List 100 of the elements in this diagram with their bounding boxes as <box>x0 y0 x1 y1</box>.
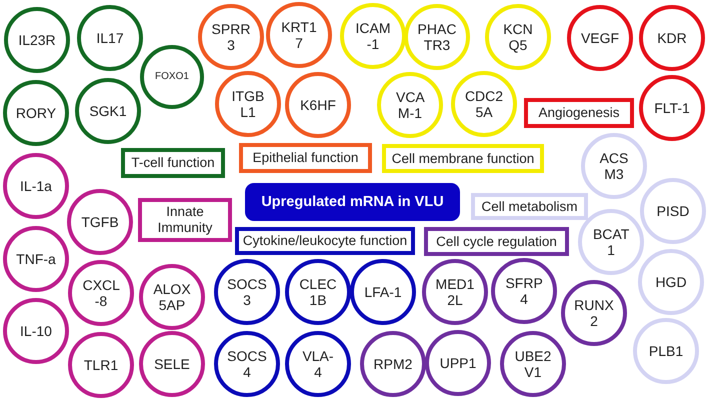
heading-box <box>245 183 460 221</box>
gene-label: SPRR 3 <box>212 21 250 53</box>
gene-label: PISD <box>656 203 690 219</box>
category-box <box>524 98 634 128</box>
gene-label: IL-1a <box>20 178 52 194</box>
gene-label: KDR <box>657 30 687 46</box>
gene-circle <box>578 209 644 275</box>
gene-label: SOCS 3 <box>227 276 267 308</box>
gene-circle <box>266 2 332 68</box>
gene-circle <box>140 45 204 109</box>
gene-circle <box>68 332 134 398</box>
category-label: Angiogenesis <box>538 105 620 121</box>
gene-circle <box>640 178 706 244</box>
gene-circle <box>633 318 699 384</box>
gene-label: BCAT 1 <box>592 226 630 258</box>
gene-label: PLB1 <box>648 343 684 359</box>
gene-circle <box>350 259 416 325</box>
gene-circle <box>377 72 443 138</box>
gene-circle <box>485 4 551 70</box>
gene-label: VEGF <box>580 30 620 46</box>
gene-label: ALOX 5AP <box>153 281 191 313</box>
gene-label: TLR1 <box>84 357 118 373</box>
category-box <box>471 193 588 220</box>
gene-label: K6HF <box>300 97 336 113</box>
gene-label: FLT-1 <box>654 100 690 116</box>
gene-label: HGD <box>655 274 687 290</box>
gene-circle <box>422 259 488 325</box>
gene-circle <box>139 264 205 330</box>
gene-label: VCA M-1 <box>396 89 424 121</box>
gene-circle <box>3 153 69 219</box>
gene-circle <box>561 280 627 346</box>
gene-label: FOXO1 <box>155 71 189 83</box>
gene-circle <box>404 4 470 70</box>
category-box <box>239 143 372 173</box>
gene-label: MED1 2L <box>436 276 474 308</box>
gene-label: RPM2 <box>374 356 412 372</box>
gene-label: LFA-1 <box>364 284 402 300</box>
gene-label: PHAC TR3 <box>418 21 456 53</box>
gene-circle <box>500 331 566 397</box>
category-box <box>424 227 569 256</box>
gene-circle <box>3 298 69 364</box>
category-label: Cytokine/leukocyte function <box>242 233 408 249</box>
gene-label: ICAM -1 <box>356 20 390 52</box>
category-label: T-cell function <box>131 155 215 171</box>
gene-circle <box>639 75 705 141</box>
gene-label: TNF-a <box>16 251 56 267</box>
category-box <box>121 148 225 178</box>
gene-circle <box>198 4 264 70</box>
gene-label: SOCS 4 <box>227 348 267 380</box>
category-label: Epithelial function <box>252 150 358 166</box>
gene-label: UPP1 <box>440 355 476 371</box>
gene-label: SGK1 <box>89 103 127 119</box>
gene-label: RUNX 2 <box>574 297 614 329</box>
gene-label: CLEC 1B <box>299 276 337 308</box>
gene-label: IL17 <box>96 30 124 46</box>
gene-label: VLA- 4 <box>302 348 334 380</box>
gene-circle <box>285 259 351 325</box>
gene-label: IL23R <box>18 32 56 48</box>
gene-label: UBE2 V1 <box>514 348 552 380</box>
gene-circle <box>581 133 647 199</box>
gene-label: SFRP 4 <box>505 275 543 307</box>
gene-circle <box>360 331 426 397</box>
category-label: Cell metabolism <box>481 198 578 214</box>
gene-label: TGFB <box>81 214 119 230</box>
gene-circle <box>340 3 406 69</box>
gene-label: ITGB L1 <box>232 88 264 120</box>
gene-circle <box>285 331 351 397</box>
category-box <box>382 144 544 173</box>
gene-circle <box>75 78 141 144</box>
gene-circle <box>67 189 133 255</box>
gene-circle <box>639 5 705 71</box>
category-box <box>235 227 415 255</box>
gene-label: CDC2 5A <box>464 88 504 120</box>
gene-circle <box>638 249 704 315</box>
gene-circle <box>215 71 281 137</box>
gene-circle <box>68 260 134 326</box>
category-label: Cell cycle regulation <box>436 234 557 250</box>
gene-circle <box>139 331 205 397</box>
gene-label: RORY <box>16 105 56 121</box>
category-label: Cell membrane function <box>392 150 534 166</box>
gene-label: KCN Q5 <box>503 21 533 53</box>
category-box <box>138 198 232 242</box>
gene-circle <box>425 330 491 396</box>
gene-label: ACS M3 <box>600 150 628 182</box>
category-label: Innate Immunity <box>158 204 212 236</box>
gene-circle <box>451 71 517 137</box>
gene-label: CXCL -8 <box>82 277 120 309</box>
gene-circle <box>491 258 557 324</box>
gene-circle <box>3 226 69 292</box>
gene-circle <box>567 5 633 71</box>
gene-circle <box>4 7 70 73</box>
gene-label: SELE <box>154 356 190 372</box>
heading-label: Upregulated mRNA in VLU <box>261 194 444 210</box>
gene-circle <box>214 259 280 325</box>
gene-label: IL-10 <box>20 323 52 339</box>
gene-label: KRT1 7 <box>281 19 317 51</box>
gene-circle <box>77 5 143 71</box>
gene-circle <box>285 72 351 138</box>
gene-circle <box>214 331 280 397</box>
gene-circle <box>3 80 69 146</box>
